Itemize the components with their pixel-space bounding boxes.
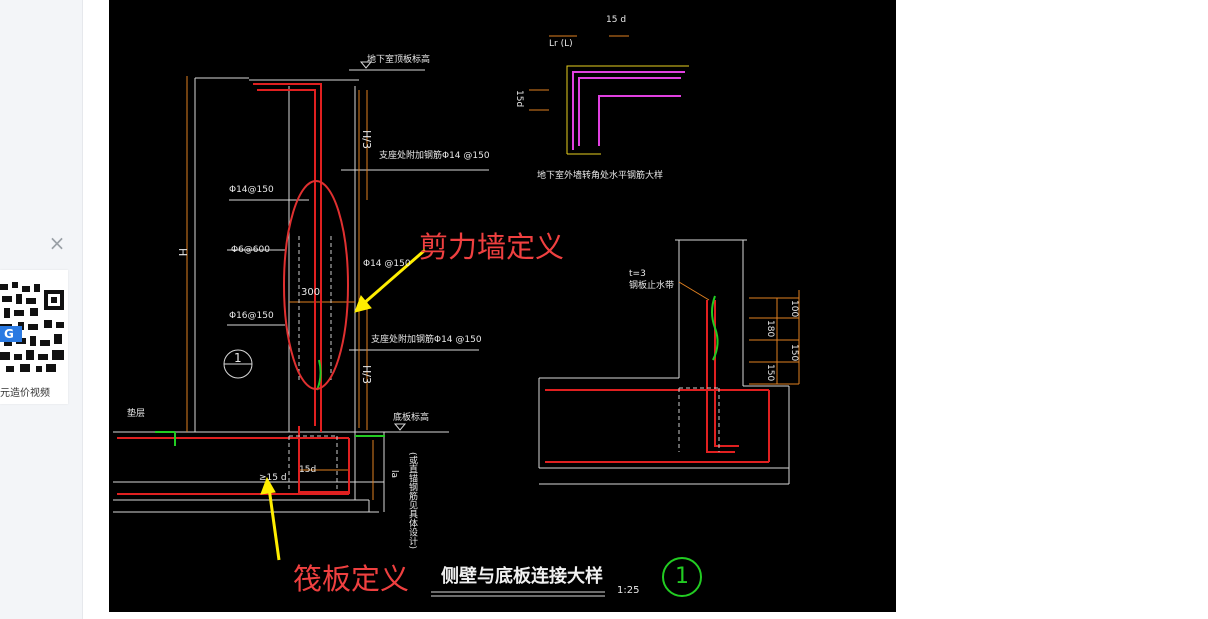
rebar-bottom-note: 支座处附加钢筋Φ14 @150 bbox=[371, 335, 482, 345]
cad-drawing-image: 地下室顶板标高 H H/3 H/3 支座处附加钢筋Φ14 @150 支座处附加钢… bbox=[109, 0, 896, 612]
d16-150-label: Φ16@150 bbox=[229, 311, 274, 321]
shear-wall-annotation: 剪力墙定义 bbox=[419, 230, 565, 264]
drawing-scale: 1:25 bbox=[617, 585, 640, 596]
cad-linework bbox=[113, 35, 800, 597]
section-circle-label: 1 bbox=[234, 351, 242, 365]
qr-code-card[interactable]: G 元造价视频 bbox=[0, 270, 68, 404]
svg-text:G: G bbox=[4, 327, 14, 341]
d15-label: 15d bbox=[299, 465, 317, 475]
corner-lae-label: Lr (L) bbox=[549, 39, 573, 49]
slope-label: 垫层 bbox=[127, 409, 146, 419]
dim-100-label: 100 bbox=[789, 300, 799, 318]
waterstop-label: t=3 bbox=[629, 269, 646, 279]
dim-300-label: 300 bbox=[301, 287, 321, 298]
h3-top-label: H/3 bbox=[360, 130, 373, 149]
left-side-panel: × G bbox=[0, 0, 83, 619]
rebar-top-note: 支座处附加钢筋Φ14 @150 bbox=[379, 151, 490, 161]
d14-150-a-label: Φ14@150 bbox=[229, 185, 274, 195]
drawing-title: 侧壁与底板连接大样 bbox=[441, 566, 603, 587]
waterstop-note: 钢板止水带 bbox=[629, 281, 675, 291]
floor-level-label: 底板标高 bbox=[393, 413, 430, 423]
d14-150-b-label: Φ14 @150 bbox=[363, 259, 411, 269]
raft-annotation: 筏板定义 bbox=[293, 562, 410, 596]
close-icon[interactable]: × bbox=[48, 231, 66, 255]
detail-number-badge: 1 bbox=[662, 557, 702, 597]
h3-bottom-label: H/3 bbox=[360, 365, 373, 384]
basement-top-label: 地下室顶板标高 bbox=[367, 55, 431, 65]
qr-caption: 元造价视频 bbox=[0, 388, 50, 399]
height-h-label: H bbox=[176, 248, 189, 257]
corner-caption: 地下室外墙转角处水平钢筋大样 bbox=[537, 171, 664, 181]
dim-180-label: 180 bbox=[765, 320, 775, 338]
qr-code-icon: G bbox=[0, 280, 68, 380]
dim-150-label: 150 bbox=[789, 344, 799, 362]
d6-600-label: Φ6@600 bbox=[231, 245, 270, 255]
la-note-label: (或直锚钢筋见具体设计) bbox=[407, 452, 417, 550]
corner-15d-top-label: 15 d bbox=[606, 15, 627, 25]
dim-150b-label: 150 bbox=[765, 364, 775, 382]
ge15d-label: ≥15 d bbox=[259, 473, 287, 483]
corner-15d-left-label: 15d bbox=[514, 90, 524, 108]
la-label: la bbox=[389, 470, 399, 479]
